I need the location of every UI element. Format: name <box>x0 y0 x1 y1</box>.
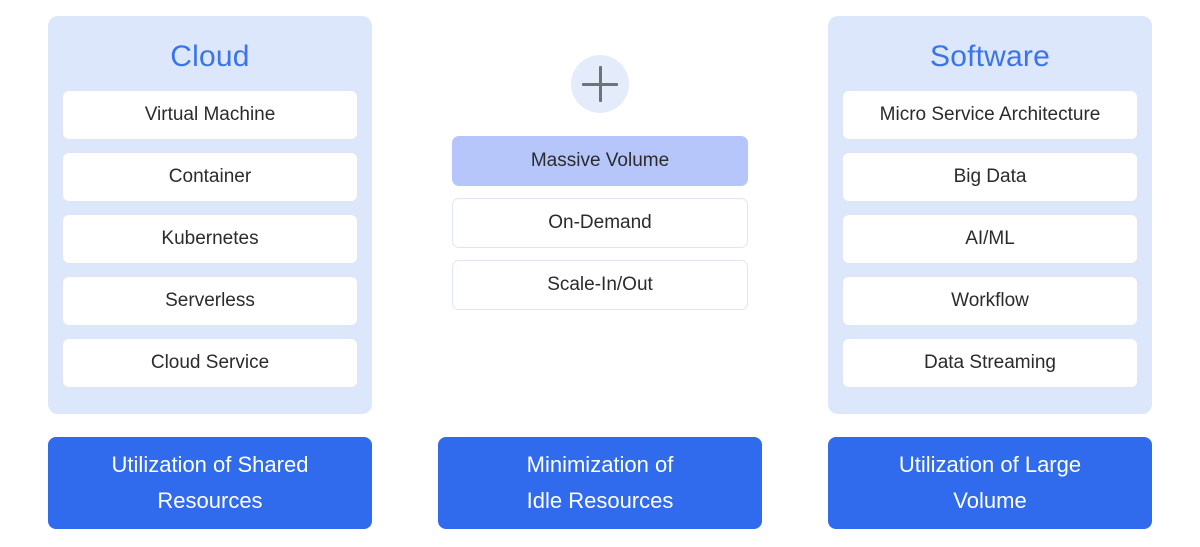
list-item[interactable]: On-Demand <box>452 198 748 248</box>
panel-software: Software Micro Service Architecture Big … <box>828 16 1152 414</box>
footers-row: Utilization of Shared Resources Minimiza… <box>0 437 1200 529</box>
list-item[interactable]: AI/ML <box>842 214 1138 264</box>
item-list-software: Micro Service Architecture Big Data AI/M… <box>842 90 1138 388</box>
list-item[interactable]: Big Data <box>842 152 1138 202</box>
column-middle: Massive Volume On-Demand Scale-In/Out <box>438 16 762 547</box>
panel-title-cloud: Cloud <box>170 40 250 73</box>
plus-icon <box>571 55 629 113</box>
panel-middle: Massive Volume On-Demand Scale-In/Out <box>438 16 762 414</box>
item-list-middle: Massive Volume On-Demand Scale-In/Out <box>452 136 748 310</box>
list-item[interactable]: Scale-In/Out <box>452 260 748 310</box>
footer-card-large-volume[interactable]: Utilization of Large Volume <box>828 437 1152 529</box>
item-list-cloud: Virtual Machine Container Kubernetes Ser… <box>62 90 358 388</box>
column-software: Software Micro Service Architecture Big … <box>828 16 1152 547</box>
panel-title-software: Software <box>930 40 1050 73</box>
column-cloud: Cloud Virtual Machine Container Kubernet… <box>48 16 372 547</box>
list-item[interactable]: Workflow <box>842 276 1138 326</box>
list-item-highlighted[interactable]: Massive Volume <box>452 136 748 186</box>
list-item[interactable]: Micro Service Architecture <box>842 90 1138 140</box>
list-item[interactable]: Kubernetes <box>62 214 358 264</box>
list-item[interactable]: Data Streaming <box>842 338 1138 388</box>
panel-cloud: Cloud Virtual Machine Container Kubernet… <box>48 16 372 414</box>
plus-slot <box>452 44 748 124</box>
list-item[interactable]: Serverless <box>62 276 358 326</box>
footer-card-idle-resources[interactable]: Minimization of Idle Resources <box>438 437 762 529</box>
footer-card-shared-resources[interactable]: Utilization of Shared Resources <box>48 437 372 529</box>
list-item[interactable]: Virtual Machine <box>62 90 358 140</box>
list-item[interactable]: Cloud Service <box>62 338 358 388</box>
list-item[interactable]: Container <box>62 152 358 202</box>
